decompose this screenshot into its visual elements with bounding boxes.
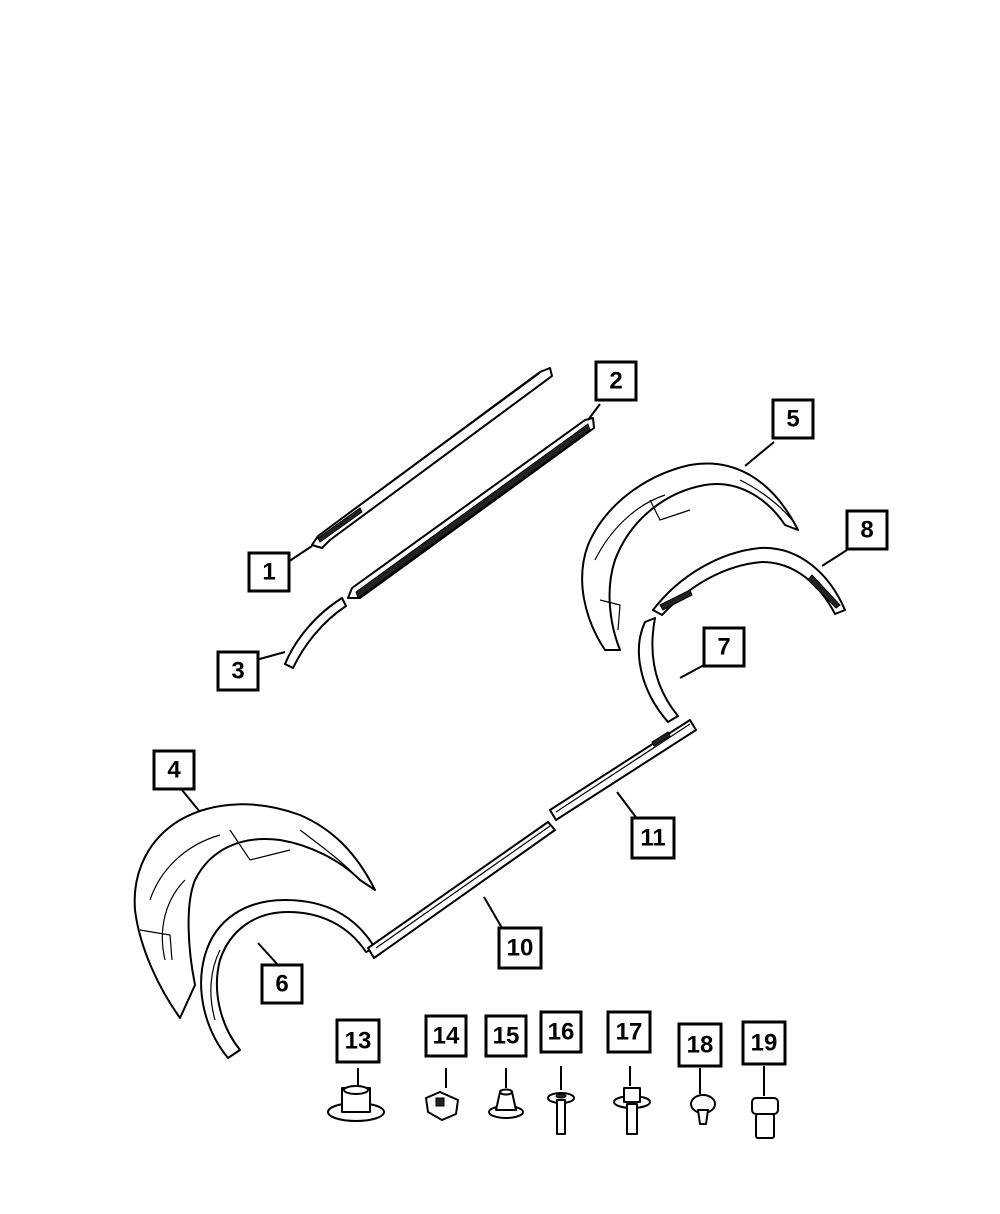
part-2-molding [347, 417, 595, 599]
svg-text:6: 6 [275, 971, 288, 998]
svg-text:14: 14 [433, 1023, 460, 1050]
callout-1: 1 [247, 551, 291, 593]
callout-18: 18 [677, 1022, 723, 1068]
svg-text:10: 10 [507, 935, 534, 962]
part-3-molding [284, 597, 347, 669]
callout-17: 17 [606, 1010, 652, 1054]
callout-19: 19 [741, 1020, 787, 1066]
svg-text:16: 16 [548, 1019, 575, 1046]
callout-5: 5 [771, 398, 815, 440]
svg-text:8: 8 [860, 517, 873, 544]
callout-14: 14 [424, 1014, 468, 1058]
part-19-bolt [751, 1097, 779, 1139]
part-16-screw [547, 1092, 575, 1135]
callout-11: 11 [630, 816, 676, 860]
callout-16: 16 [539, 1010, 583, 1054]
part-7-flare-extension [638, 617, 679, 723]
callout-8: 8 [845, 509, 889, 551]
part-10-sill-molding [367, 821, 556, 959]
callout-13: 13 [335, 1018, 381, 1064]
svg-text:2: 2 [609, 368, 622, 395]
svg-text:4: 4 [167, 757, 181, 784]
svg-text:11: 11 [640, 825, 665, 852]
svg-text:1: 1 [262, 559, 275, 586]
part-4-wheelhouse-liner [133, 803, 376, 1019]
svg-text:15: 15 [493, 1023, 520, 1050]
part-8-wheel-flare [652, 546, 846, 616]
svg-text:3: 3 [231, 658, 244, 685]
part-14-clip [425, 1091, 459, 1121]
callout-2: 2 [594, 360, 638, 402]
part-18-push-pin [690, 1094, 716, 1125]
callout-15: 15 [484, 1014, 528, 1058]
svg-text:5: 5 [786, 406, 799, 433]
part-11-sill-molding [549, 719, 697, 821]
part-17-bolt [613, 1087, 651, 1135]
svg-text:7: 7 [717, 634, 730, 661]
svg-text:19: 19 [751, 1030, 778, 1057]
part-1-molding [311, 367, 553, 549]
callout-4: 4 [152, 749, 196, 791]
callout-10: 10 [497, 926, 543, 970]
callout-3: 3 [216, 650, 260, 692]
svg-text:17: 17 [616, 1019, 643, 1046]
part-15-grommet [488, 1088, 524, 1119]
callout-6: 6 [260, 963, 304, 1005]
svg-text:18: 18 [687, 1032, 714, 1059]
part-13-nut [327, 1085, 385, 1122]
callout-7: 7 [702, 626, 746, 668]
part-5-wheelhouse-liner [581, 462, 799, 651]
svg-text:13: 13 [345, 1028, 372, 1055]
leader-lines [181, 403, 848, 1096]
